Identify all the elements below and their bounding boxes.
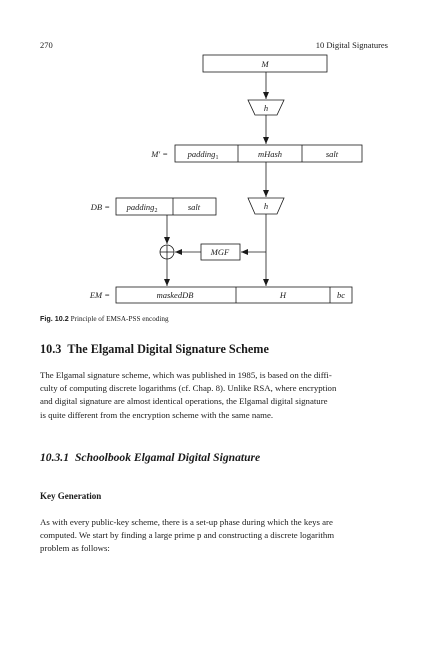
page-number: 270 [40, 40, 53, 50]
keygen-heading: Key Generation [40, 491, 102, 501]
figure-caption-text: Principle of EMSA-PSS encoding [70, 315, 169, 323]
hash-box-mid [247, 197, 285, 215]
mhash-label: mHash [258, 149, 282, 159]
figure-caption: Fig. 10.2 Principle of EMSA-PSS encoding [40, 314, 169, 323]
m-label: M [260, 59, 269, 69]
m-box [202, 54, 328, 73]
paragraph-line: As with every public-key scheme, there i… [40, 517, 333, 527]
subsection-title: Schoolbook Elgamal Digital Signature [74, 451, 261, 464]
padding2-label: padding2 [126, 202, 158, 214]
subsection-number: 10.3.1 [40, 451, 69, 464]
salt1-label: salt [326, 149, 339, 159]
paragraph-line: is quite different from the encryption s… [40, 409, 274, 420]
bc-label: bc [337, 290, 345, 300]
maskeddb-label: maskedDB [157, 290, 194, 300]
mprime-box [174, 144, 363, 163]
paragraph-line: computed. We start by finding a large pr… [40, 530, 335, 541]
paragraph-line: problem as follows: [40, 543, 110, 554]
section-title: The Elgamal Digital Signature Scheme [67, 342, 269, 356]
hash-box-top [247, 99, 285, 116]
em-eq-label: EM = [89, 290, 110, 300]
padding1-label: padding1 [187, 149, 219, 161]
keygen-paragraph: As with every public-key scheme, there i… [40, 516, 388, 556]
H-label: H [279, 290, 287, 300]
db-eq-label: DB = [90, 202, 110, 212]
chapter-header: 10 Digital Signatures [315, 40, 388, 50]
paragraph-line: The Elgamal signature scheme, which was … [40, 370, 332, 380]
mprime-eq-label: M′ = [150, 149, 168, 159]
paragraph-line: culty of computing discrete logarithms (… [40, 383, 337, 394]
em-box [115, 286, 353, 304]
section-heading: 10.3 The Elgamal Digital Signature Scheme [40, 342, 269, 357]
section-paragraph: The Elgamal signature scheme, which was … [40, 369, 388, 422]
mgf-label: MGF [210, 247, 230, 257]
db-box [115, 197, 217, 216]
subsection-heading: 10.3.1 Schoolbook Elgamal Digital Signatu… [40, 451, 260, 464]
section-number: 10.3 [40, 342, 62, 356]
h-mid-label: h [264, 201, 268, 211]
figure-caption-label: Fig. 10.2 [40, 314, 69, 323]
paragraph-line: and digital signature are almost identic… [40, 396, 328, 407]
salt2-label: salt [188, 202, 201, 212]
h-top-label: h [264, 103, 268, 113]
